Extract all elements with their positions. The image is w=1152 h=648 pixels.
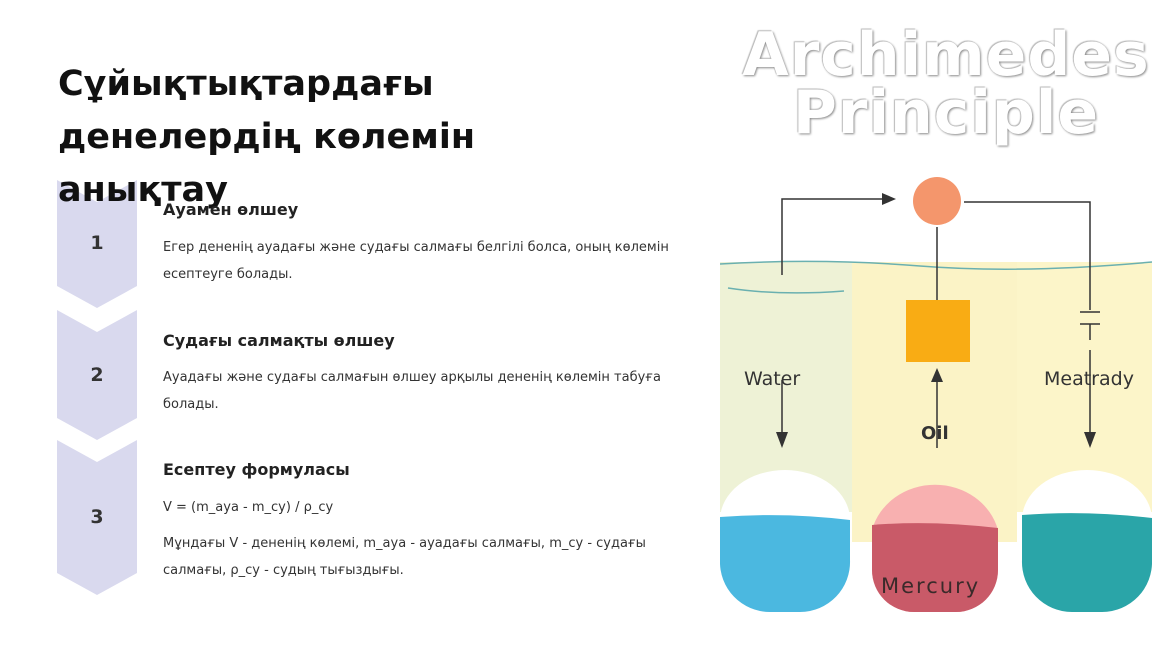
- teal-bowl: [1021, 513, 1152, 612]
- step-3-chevron: [57, 440, 137, 595]
- arrow-down-icon-right: [1084, 432, 1096, 448]
- orange-square: [906, 300, 970, 362]
- wave-line: [727, 287, 845, 294]
- step-2-number: 2: [90, 364, 104, 386]
- mercury-bowl: [872, 523, 998, 612]
- arrow-right-icon: [882, 193, 896, 205]
- arrow-up-icon: [931, 368, 943, 382]
- label-meatrady: Meatrady: [1044, 368, 1134, 390]
- step-3-number: 3: [90, 506, 104, 528]
- step-3-title: Есептеу формуласы: [163, 460, 350, 479]
- step-3-text: Мұндағы V - дененің көлемі, m_ауа - ауад…: [163, 536, 646, 578]
- arrow-down-icon-left: [776, 432, 788, 448]
- step-2-title: Судағы салмақты өлшеу: [163, 331, 395, 350]
- step-1-number: 1: [90, 232, 104, 254]
- connector-right: [964, 201, 1100, 445]
- label-water: Water: [744, 368, 800, 390]
- watermark-line1: Archimedes: [742, 20, 1150, 90]
- label-mercury: Mercury: [881, 574, 980, 598]
- water-surface-line: [720, 260, 1152, 270]
- archimedes-diagram: Water Oil Meatrady Mercury: [720, 177, 1152, 612]
- orange-circle: [913, 177, 961, 225]
- step-2-text: Ауадағы және судағы салмағын өлшеу арқыл…: [163, 370, 661, 412]
- step-3-formula: V = (m_ауа - m_су) / ρ_су: [163, 500, 334, 515]
- connector-left: [781, 198, 890, 275]
- water-bowl: [720, 515, 851, 612]
- step-1-title: Ауамен өлшеу: [163, 200, 299, 219]
- slide-title: Сұйықтықтардағы денелердің көлемін анықт…: [58, 64, 476, 210]
- step-1-text: Егер дененің ауадағы және судағы салмағы…: [163, 240, 669, 282]
- label-oil: Oil: [921, 423, 949, 444]
- watermark-line2: Principle: [792, 78, 1100, 148]
